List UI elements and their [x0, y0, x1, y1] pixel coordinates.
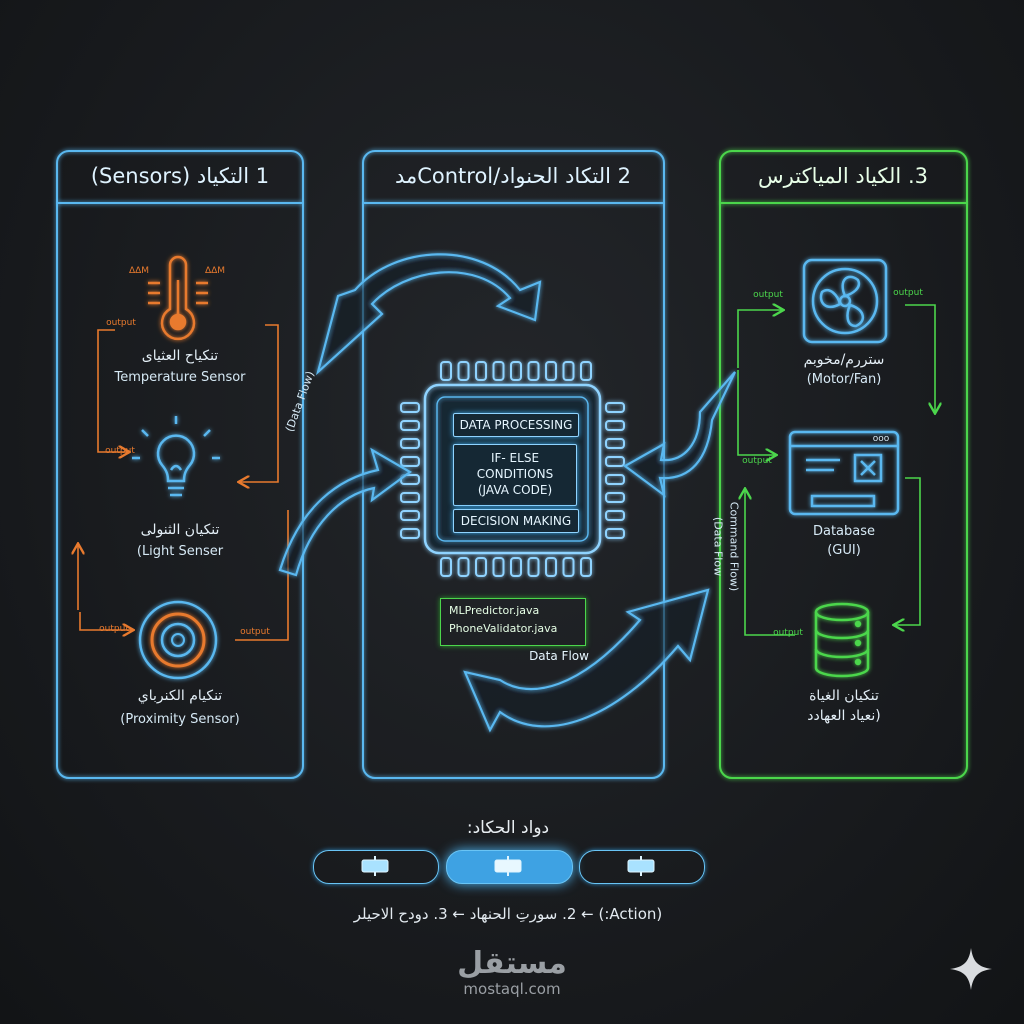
java-files-box: MLPredictor.java PhoneValidator.java: [440, 598, 586, 646]
cycle-step-3[interactable]: [579, 850, 705, 884]
data-flow-arrows: [278, 253, 736, 733]
thermometer-tag-left: ΔΔM: [128, 266, 150, 276]
cycle-title: دواد الحكاد:: [466, 818, 550, 838]
phone-validator-file: PhoneValidator.java: [449, 622, 558, 635]
temperature-sensor-label: Temperature Sensor: [114, 370, 246, 385]
storage-label-ar-2: (نعياد العهادد: [807, 708, 881, 724]
cycle-step-2[interactable]: [446, 850, 573, 884]
gui-window-icon: [788, 430, 900, 516]
sensors-panel-title: 1 التكياد (Sensors): [90, 164, 270, 188]
data-flow-label-bottom: Data Flow: [529, 649, 589, 663]
cycle-steps-text: (Action:) ← 2. سورتِ الحنهاد ← 3. دودح ا…: [353, 905, 663, 923]
actuators-panel-title: 3. الكياد المياكترس: [758, 164, 928, 188]
motor-label-ar: ستررم/مخوبم: [803, 352, 885, 368]
sensors-panel: [56, 150, 304, 779]
output-tag: output: [106, 318, 136, 328]
output-tag: output: [240, 627, 270, 637]
gui-label: (GUI): [827, 543, 861, 558]
data-flow-label-right: (Data Flow: [711, 516, 725, 577]
motor-label: (Motor/Fan): [806, 372, 882, 387]
command-flow-label: Command Flow): [727, 501, 741, 592]
sparkle-icon: [950, 948, 992, 990]
temperature-sensor-label-ar: تنكياح العثياى: [141, 348, 219, 364]
light-sensor-label: (Light Senser: [136, 544, 224, 559]
light-sensor-label-ar: تنكيان الثنولى: [140, 522, 220, 538]
window-controls: ooo: [872, 434, 890, 444]
database-icon: [814, 602, 870, 678]
thermometer-icon: [148, 255, 208, 341]
ml-predictor-file: MLPredictor.java: [449, 604, 540, 617]
proximity-sensor-label: (Proximity Sensor): [120, 712, 240, 727]
thermometer-tag-right: ΔΔM: [204, 266, 226, 276]
output-tag: output: [753, 290, 783, 300]
chip-pins: [400, 361, 625, 577]
data-processing-block: DATA PROCESSING: [453, 413, 579, 437]
proximity-sensor-label-ar: تنكيام الكنرباي: [137, 688, 223, 704]
output-tag: output: [99, 624, 129, 634]
brand-domain: mostaql.com: [463, 980, 561, 998]
proximity-sensor-icon: [138, 600, 218, 680]
controller-panel-title: 2 التكاد الحنواد/Controlمد: [394, 164, 632, 188]
actuator-feedback-loops: [737, 305, 935, 636]
decision-making-block: DECISION MAKING: [453, 509, 579, 533]
conditions-line-2: CONDITIONS: [476, 467, 554, 481]
output-tag: output: [742, 456, 772, 466]
conditions-block: IF- ELSE CONDITIONS (JAVA CODE): [453, 444, 577, 506]
cycle-step-1[interactable]: [313, 850, 439, 884]
database-label: Database: [812, 524, 876, 539]
actuators-panel: [719, 150, 968, 779]
output-tag: output: [773, 628, 803, 638]
output-tag: output: [105, 446, 135, 456]
conditions-line-1: IF- ELSE: [490, 451, 540, 465]
microcontroller-chip-icon: [423, 383, 602, 555]
brand-name: مستقل: [457, 946, 567, 981]
light-bulb-icon: [132, 416, 220, 497]
conditions-line-3: (JAVA CODE): [477, 483, 553, 497]
fan-icon: [802, 258, 888, 344]
brand-logo: مستقل mostaql.com: [457, 946, 567, 999]
storage-label-ar: تنكيان الغياة: [809, 688, 879, 704]
output-tag: output: [893, 288, 923, 298]
